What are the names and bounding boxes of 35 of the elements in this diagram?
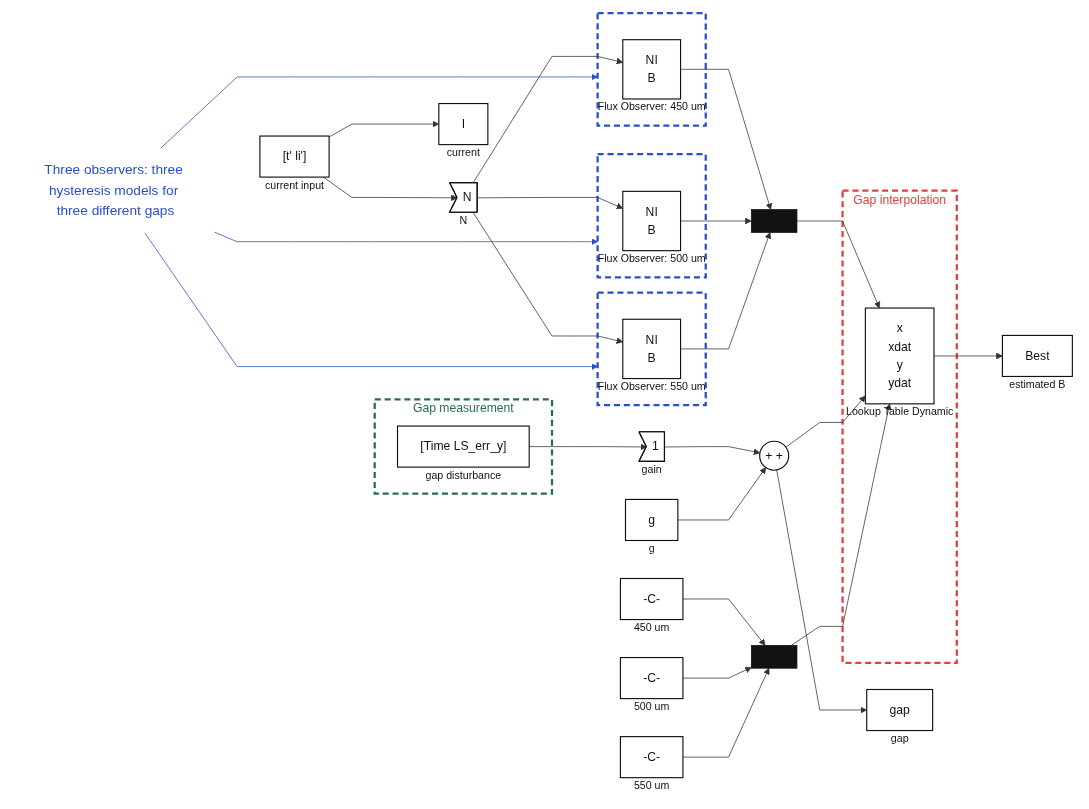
node-box: -C- (619, 657, 684, 700)
block-caption: 450 um (633, 620, 670, 633)
node-box: I (438, 103, 489, 146)
node-bar (750, 645, 798, 669)
block-caption: gain (641, 462, 662, 475)
cluster (596, 11, 707, 127)
node-bar (750, 209, 798, 233)
node-box: [Time LS_err_y] (396, 425, 530, 468)
node-text: Three observers: three hysteresis models for three different gaps (44, 161, 183, 219)
node-box: NI B (622, 190, 682, 252)
block-caption: Flux Observer: 550 um (597, 379, 706, 392)
node-box: g (624, 498, 679, 542)
node-box: -C- (619, 577, 684, 621)
node-box: x xdat y ydat (864, 307, 935, 405)
node-box: NI B (622, 318, 682, 380)
block-caption: 500 um (633, 700, 670, 712)
block-caption: current (446, 146, 480, 158)
node-box: -C- (619, 736, 684, 779)
cluster (596, 152, 707, 279)
block-caption: estimated B (1009, 377, 1066, 390)
block-caption: Lookup Table Dynamic (846, 405, 954, 418)
block-caption: gap disturbance (425, 468, 502, 481)
cluster (596, 291, 707, 407)
block-caption: current input (264, 178, 325, 191)
node-box: NI B (622, 39, 682, 100)
node-box: Best (1001, 334, 1073, 378)
node-box: gap (866, 688, 934, 732)
block-caption: Flux Observer: 450 um (597, 100, 706, 113)
block-caption: 550 um (633, 779, 670, 792)
block-caption: g (648, 541, 655, 554)
block-caption: Flux Observer: 500 um (597, 252, 706, 265)
block-caption: gap (890, 731, 909, 744)
node-box: [t' li'] (259, 135, 330, 178)
node-circle: + + (759, 440, 790, 471)
block-caption: N (459, 213, 468, 226)
